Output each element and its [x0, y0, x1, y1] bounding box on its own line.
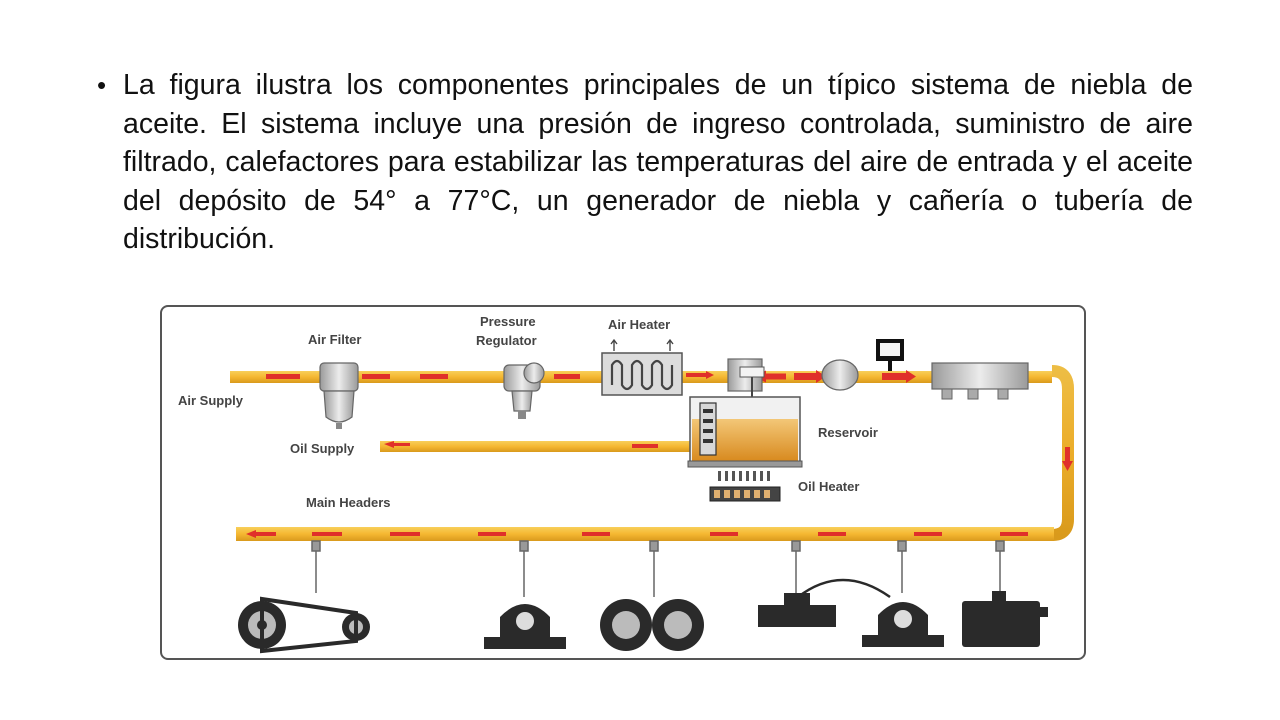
bullet-item: • La figura ilustra los componentes prin… — [97, 66, 1193, 259]
bullet-dot: • — [97, 70, 107, 100]
mist-generator — [727, 358, 765, 413]
gear-pair — [600, 599, 704, 651]
pillow-block-bearing — [484, 604, 566, 649]
label-air-filter: Air Filter — [308, 332, 361, 347]
label-reservoir: Reservoir — [818, 425, 878, 440]
label-pressure-regulator-line1: Pressure — [480, 314, 536, 329]
gearbox — [962, 591, 1048, 647]
diagram-canvas: Air Supply Air Filter Pressure Regulator… — [178, 314, 1074, 654]
label-air-supply: Air Supply — [178, 393, 244, 408]
bullet-text: La figura ilustra los componentes princi… — [123, 69, 1193, 256]
mist-manifold — [931, 362, 1029, 400]
slide-block — [758, 578, 891, 627]
main-header-pipe — [236, 527, 1054, 541]
pressure-regulator — [503, 362, 545, 419]
oil-heater — [709, 471, 781, 502]
oil-mist-system-diagram: Air Supply Air Filter Pressure Regulator… — [160, 305, 1086, 660]
reservoir-tank — [687, 396, 803, 468]
mist-valve — [821, 359, 859, 391]
air-heater — [601, 338, 683, 396]
monitor-icon — [876, 339, 904, 371]
header-drops — [311, 540, 1005, 597]
air-filter — [319, 362, 359, 429]
label-pressure-regulator-line2: Regulator — [476, 333, 537, 348]
label-oil-heater: Oil Heater — [798, 479, 859, 494]
label-air-heater: Air Heater — [608, 317, 670, 332]
label-main-headers: Main Headers — [306, 495, 391, 510]
chain-drive — [238, 596, 370, 654]
pillow-block-bearing-2 — [862, 602, 944, 647]
label-oil-supply: Oil Supply — [290, 441, 355, 456]
oil-supply-pipe — [380, 441, 692, 452]
flow-arrows — [246, 370, 1073, 538]
